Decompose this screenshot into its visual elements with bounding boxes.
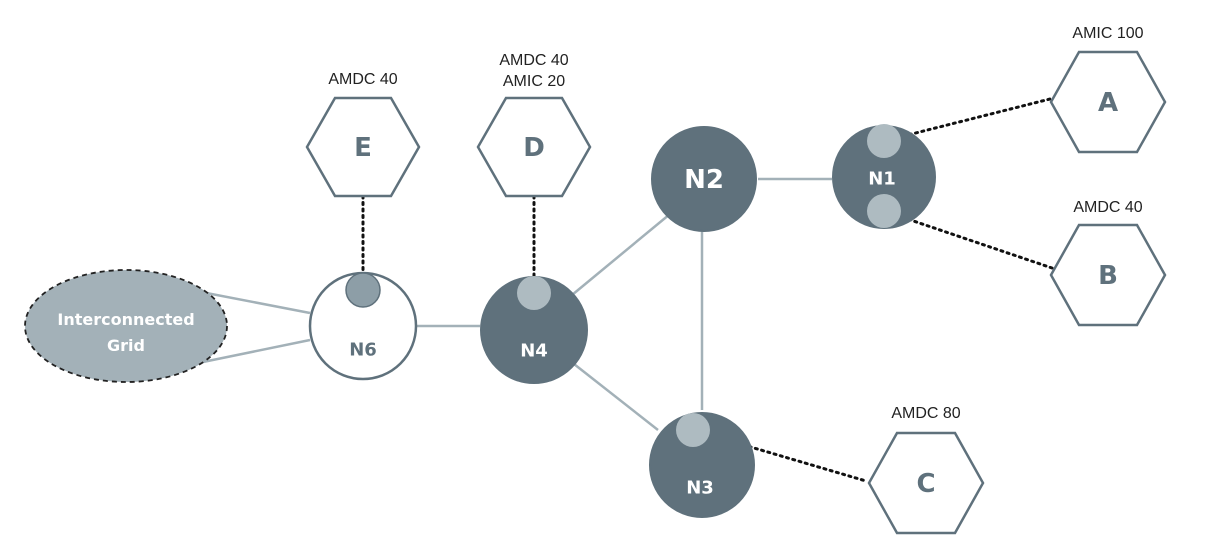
site-d-label: D — [523, 133, 545, 163]
node-n1[interactable]: N1 — [832, 124, 936, 229]
connection-n3-c — [691, 428, 868, 483]
site-c-annotation-line1: AMDC 80 — [891, 405, 960, 422]
site-e-annotation-line1: AMDC 40 — [328, 71, 397, 88]
node-n4-label: N4 — [520, 341, 548, 362]
link-grid-n6-lower — [202, 338, 311, 364]
link-grid-n6-upper — [195, 289, 311, 315]
site-c-label: C — [916, 469, 935, 499]
site-e[interactable]: E — [305, 96, 421, 198]
node-n3[interactable]: N3 — [649, 412, 755, 518]
node-n2[interactable]: N2 — [651, 126, 757, 232]
node-n6-label: N6 — [349, 340, 377, 361]
node-n4[interactable]: N4 — [480, 276, 588, 384]
grid-label-line2: Grid — [107, 336, 145, 355]
link-n4-n3 — [573, 363, 659, 431]
site-a[interactable]: A — [1049, 50, 1167, 154]
site-e-label: E — [354, 133, 372, 163]
site-b[interactable]: B — [1049, 223, 1167, 327]
site-b-annotation-line1: AMDC 40 — [1073, 199, 1142, 216]
site-d[interactable]: D — [476, 96, 592, 198]
node-n3-label: N3 — [686, 478, 714, 499]
site-d-annotation-line1: AMDC 40 — [499, 52, 568, 69]
node-n1-label: N1 — [868, 169, 896, 190]
site-b-label: B — [1098, 261, 1118, 291]
site-d-annotation-line2: AMIC 20 — [503, 73, 565, 90]
link-n4-n2 — [571, 213, 671, 296]
interconnected-grid[interactable]: Interconnected Grid — [24, 269, 228, 383]
site-c[interactable]: C — [867, 431, 985, 535]
site-a-annotation-line1: AMIC 100 — [1072, 25, 1143, 42]
node-n2-label: N2 — [684, 165, 724, 195]
node-n6[interactable]: N6 — [308, 271, 418, 381]
site-a-label: A — [1098, 88, 1118, 118]
grid-label-line1: Interconnected — [57, 310, 194, 329]
